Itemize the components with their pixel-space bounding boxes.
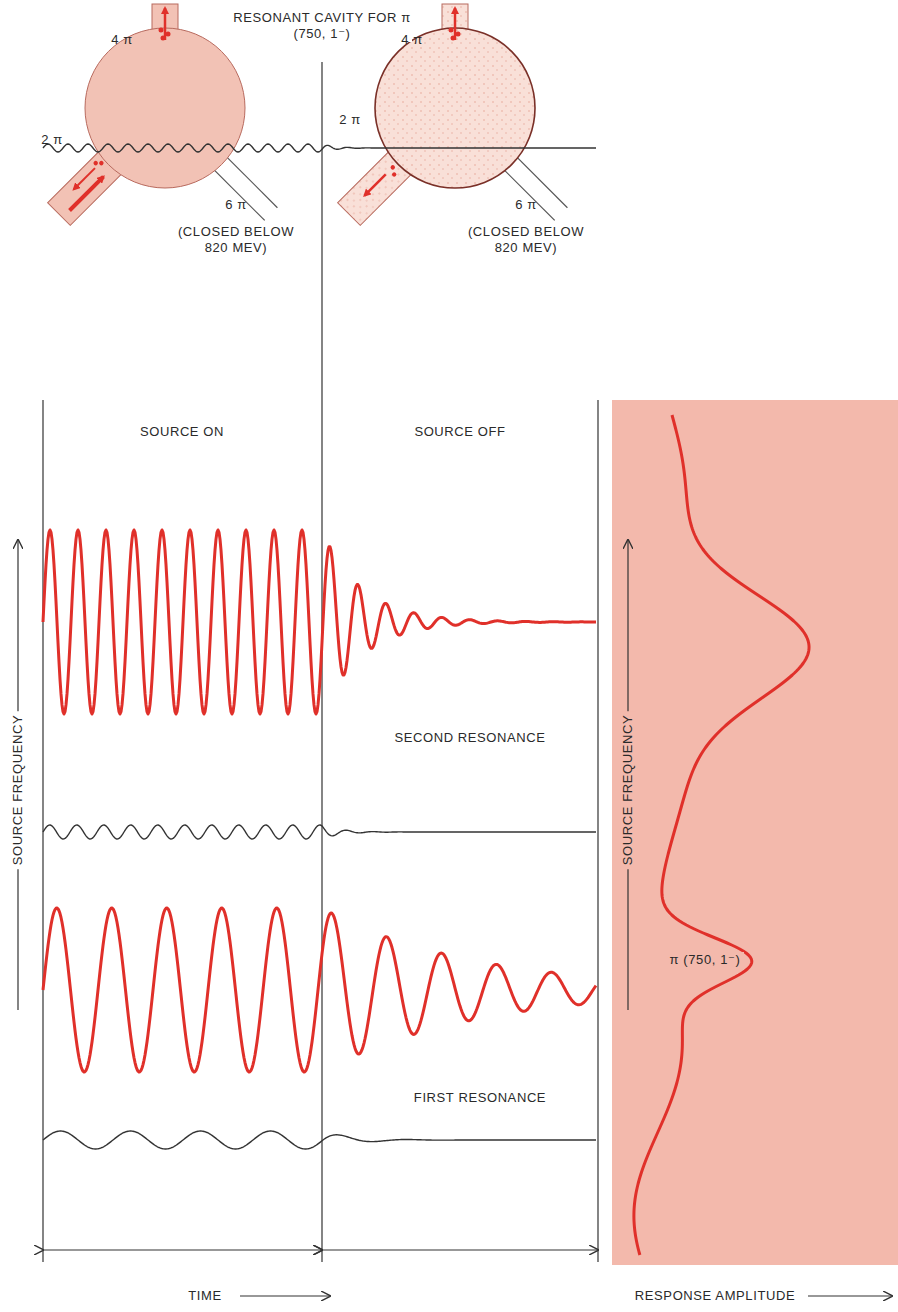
phase-label: SOURCE ON <box>140 424 224 440</box>
small-wave <box>43 825 596 839</box>
channel-label: 4 π <box>401 32 423 48</box>
response-curve <box>634 415 809 1255</box>
first-resonance-wave <box>43 908 596 1072</box>
channel-label: 2 π <box>41 132 63 148</box>
channel-label: 6 π <box>515 197 537 213</box>
small-wave <box>43 1131 596 1149</box>
title: RESONANT CAVITY FOR π (750, 1⁻) <box>232 10 412 42</box>
peak-label: π (750, 1⁻) <box>666 952 745 968</box>
curve-label: SECOND RESONANCE <box>394 730 545 746</box>
axis-label: RESPONSE AMPLITUDE <box>635 1288 795 1304</box>
curve-label: FIRST RESONANCE <box>414 1090 546 1106</box>
second-resonance-wave <box>43 530 596 714</box>
channel-label: 2 π <box>339 112 361 128</box>
phase-label: SOURCE OFF <box>414 424 505 440</box>
small-wave <box>43 144 596 152</box>
note: (CLOSED BELOW 820 MEV) <box>171 224 301 256</box>
note: (CLOSED BELOW 820 MEV) <box>461 224 591 256</box>
axis-label: SOURCE FREQUENCY <box>10 711 26 869</box>
channel-label: 4 π <box>111 32 133 48</box>
axis-label: SOURCE FREQUENCY <box>620 711 636 869</box>
channel-label: 6 π <box>225 197 247 213</box>
axis-label: TIME <box>188 1288 221 1304</box>
